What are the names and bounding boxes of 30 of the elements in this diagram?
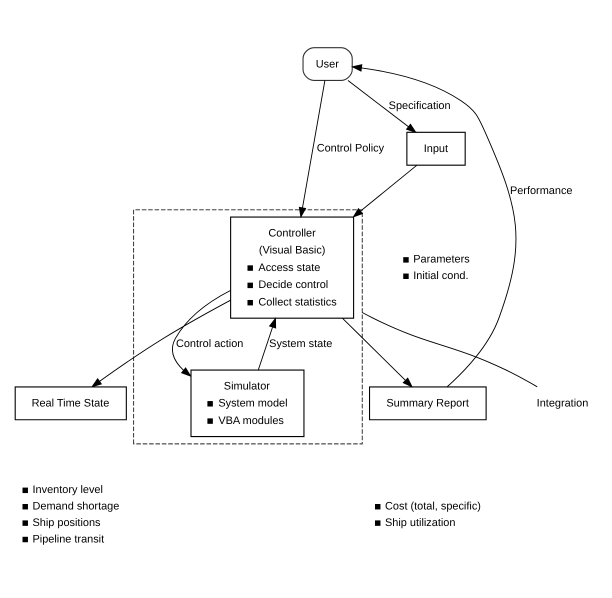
node-label: Initial cond. (413, 270, 469, 282)
node-box: Controller (Visual Basic) Access state Decide control Collect statistics (230, 216, 354, 318)
arrow (342, 317, 413, 388)
arrow (172, 290, 231, 377)
node-box: Simulator System model VBA modules (190, 369, 304, 437)
node-box: Input (406, 131, 466, 166)
edge-label: System state (269, 337, 332, 350)
edge-label: Control Policy (316, 142, 384, 154)
edge-label: Performance (510, 184, 572, 196)
arrow (258, 316, 276, 370)
node-label: Cost (total, specific) (385, 500, 481, 512)
node-label: Inventory level (32, 484, 103, 496)
node-label: Demand shortage (32, 500, 120, 512)
connector (362, 312, 538, 387)
arrow (348, 80, 417, 133)
node-label: Ship positions (32, 516, 101, 528)
edge-label: Specification (388, 100, 451, 112)
arrow (352, 164, 418, 218)
node-label: Ship utilization (385, 516, 456, 528)
node-box: Real Time State (14, 386, 127, 420)
arrow (351, 64, 516, 387)
arrow (90, 299, 232, 388)
node-label: Pipeline transit (32, 532, 104, 545)
cluster (133, 208, 363, 444)
node-text: Integration (536, 397, 588, 410)
arrow (298, 80, 326, 218)
node-box: Summary Report (368, 386, 487, 420)
node-box: User (302, 46, 353, 80)
edge-label: Control action (176, 337, 244, 350)
node-label: Parameters (413, 253, 470, 266)
